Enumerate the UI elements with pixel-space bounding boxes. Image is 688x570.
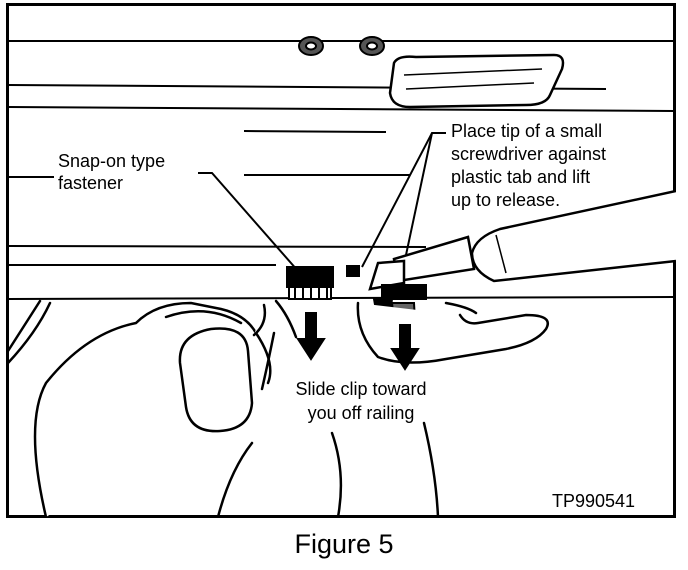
- screwdriver: [368, 189, 676, 291]
- figure-caption: Figure 5: [294, 529, 394, 559]
- panel-lines: [7, 130, 675, 300]
- latch-handle: [388, 53, 565, 109]
- figure-illustration: [6, 3, 676, 518]
- snap-on-fastener-label: Snap-on type fastener: [58, 151, 166, 193]
- figure-code-label: TP990541: [552, 491, 636, 511]
- slide-arrows: [296, 312, 420, 371]
- plastic-tab: [346, 265, 360, 277]
- screwdriver-instruction-label: Place tip of a small screwdriver against…: [451, 121, 607, 210]
- screw-heads: [298, 36, 385, 56]
- leader-lines: [198, 132, 446, 272]
- snap-on-fastener: [286, 266, 334, 300]
- slide-clip-label: Slide clip toward you off railing: [295, 379, 427, 423]
